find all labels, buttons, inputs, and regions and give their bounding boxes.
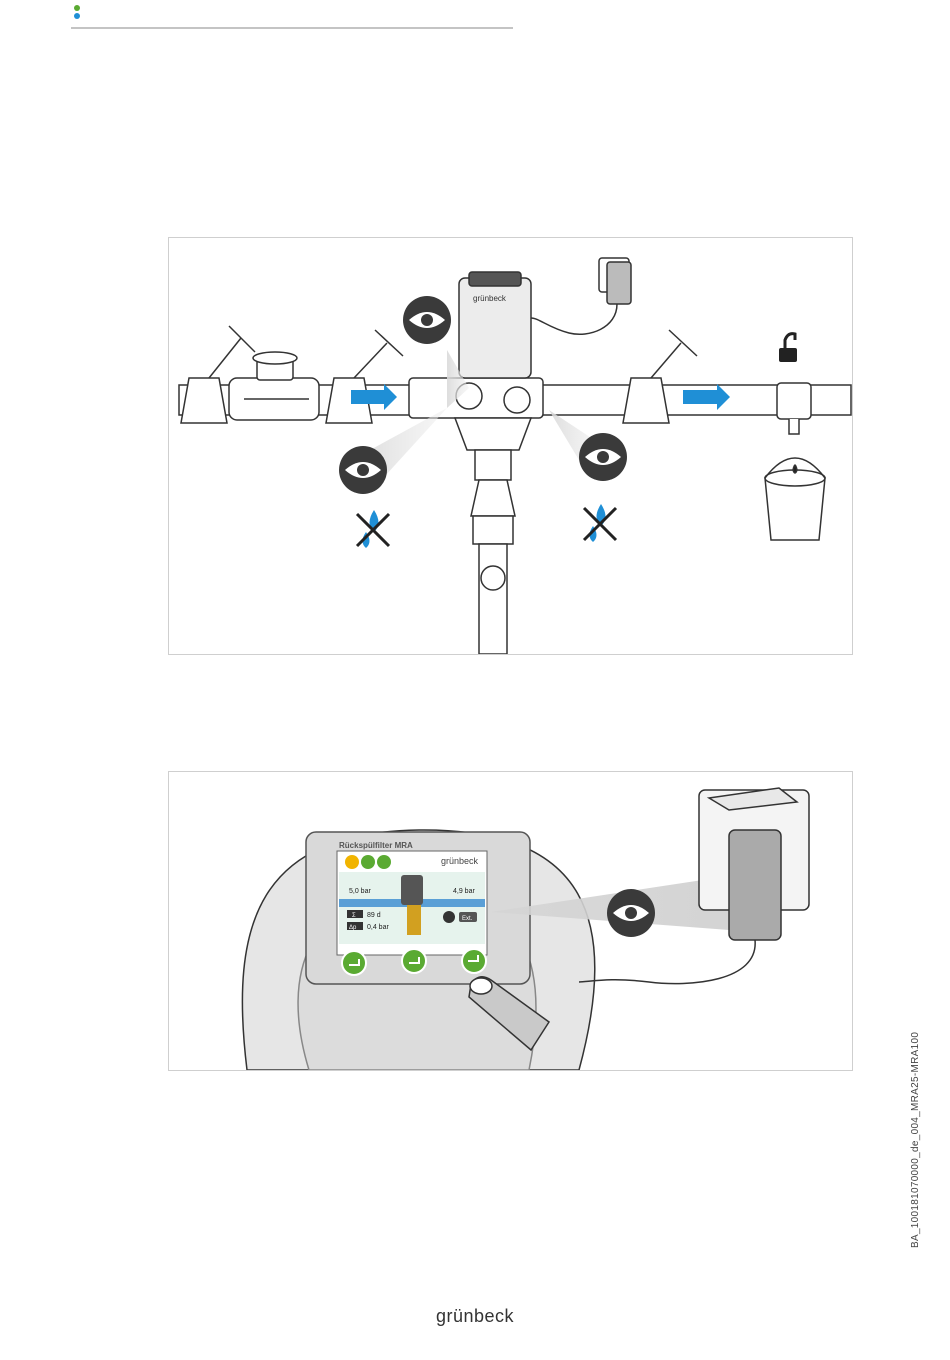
ext-label[interactable]: Ext. — [462, 916, 473, 922]
info-icon[interactable] — [361, 855, 375, 869]
brand-dots — [73, 5, 81, 21]
figure-display-check: Rückspülfilter MRA grünbeck 5,0 bar 4,9 … — [168, 771, 853, 1071]
back-button[interactable] — [342, 951, 366, 975]
sigma-label: Σ — [352, 913, 356, 919]
document-id: BA_100181070000_de_004_MRA25-MRA100 — [910, 1032, 921, 1248]
device-brand-label: grünbeck — [473, 294, 507, 303]
power-plug-icon — [531, 258, 631, 334]
settings-icon[interactable] — [377, 855, 391, 869]
pressure-in: 5,0 bar — [349, 888, 371, 895]
green-dot — [74, 5, 80, 11]
control-unit: grünbeck — [459, 272, 531, 378]
power-cable — [579, 940, 755, 984]
days-value: 89 d — [367, 912, 381, 919]
home-icon[interactable] — [345, 855, 359, 869]
forward-button[interactable] — [402, 949, 426, 973]
footer-logo: grünbeck — [0, 1306, 950, 1327]
figure-installation-check: grünbeck — [168, 237, 853, 655]
unlock-icon — [779, 334, 797, 362]
blue-dot — [74, 13, 80, 19]
delta-label: Δp — [349, 925, 357, 931]
header-rule — [71, 27, 513, 29]
screen-title: Rückspülfilter MRA — [339, 841, 413, 850]
bucket-icon — [765, 458, 825, 540]
drain-tap — [777, 383, 811, 434]
eye-icon — [607, 889, 655, 937]
delta-p-value: 0,4 bar — [367, 924, 389, 931]
water-meter — [229, 352, 319, 420]
pressure-out: 4,9 bar — [453, 888, 475, 895]
screen-brand: grünbeck — [441, 856, 479, 866]
